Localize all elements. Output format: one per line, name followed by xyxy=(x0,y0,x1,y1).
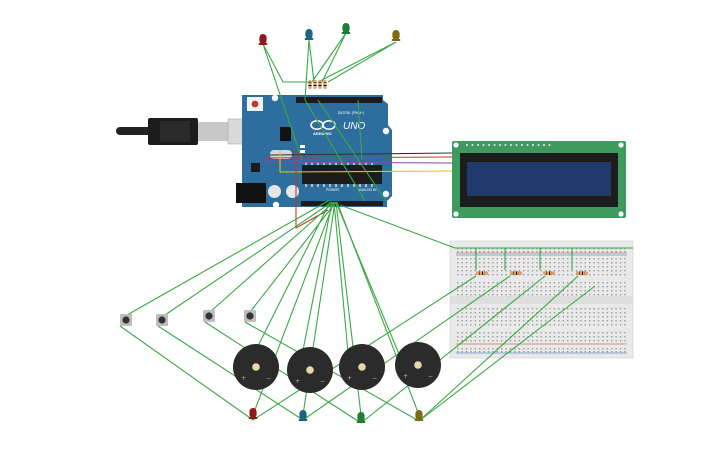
digital-header xyxy=(296,97,382,103)
svg-text:−: − xyxy=(266,375,271,382)
wire-led2-res xyxy=(308,39,315,83)
top-led-4 xyxy=(391,30,401,41)
svg-text:−: − xyxy=(320,378,325,385)
wire-bb-led4b xyxy=(418,285,596,422)
breadboard-resistor-2 xyxy=(510,271,522,275)
wire-digital-3 xyxy=(357,99,363,161)
wire-led4-top xyxy=(317,41,397,83)
arduino-model-text: UNO xyxy=(343,121,365,132)
wire-btn2 xyxy=(164,201,333,316)
bottom-led-2 xyxy=(298,410,308,421)
piezo-buzzer-3: +− xyxy=(339,344,385,390)
arduino-resistor-1 xyxy=(308,80,312,89)
pushbutton-2[interactable] xyxy=(156,314,168,326)
piezo-buzzer-2: +− xyxy=(287,347,333,393)
wire-led2-top xyxy=(304,39,310,101)
wire-buzzer2 xyxy=(297,201,333,377)
breadboard-resistor-4 xyxy=(576,271,588,275)
digital-label: DIGITAL (PWM~) xyxy=(338,111,364,115)
svg-text:+: + xyxy=(347,375,352,382)
wire-digital-analog1 xyxy=(304,99,366,202)
svg-text:+: + xyxy=(295,378,300,385)
wire-digital-analog2 xyxy=(317,99,387,202)
dc-jack xyxy=(236,183,266,203)
arduino-resistor-2 xyxy=(313,80,317,89)
wire-buzzer3 xyxy=(333,201,351,375)
wire-led1-top xyxy=(262,43,303,161)
arduino-resistor-3 xyxy=(318,80,322,89)
power-analog-header xyxy=(301,201,383,206)
wire-btn2-led xyxy=(157,325,304,421)
svg-text:+: + xyxy=(241,375,246,382)
wire-btn3 xyxy=(209,201,335,313)
wire-btn4 xyxy=(249,201,337,313)
wire-power-red xyxy=(295,150,329,229)
svg-text:−: − xyxy=(428,373,433,380)
wire-bb-led4 xyxy=(418,275,579,422)
top-led-2 xyxy=(304,29,314,40)
pushbutton-3[interactable] xyxy=(203,310,215,322)
arduino-uno-board: ARDUINO UNO DIGITAL (PWM~) POWER ANALOG … xyxy=(236,94,392,209)
piezo-buzzer-4: +− xyxy=(395,342,441,388)
pushbutton-1[interactable] xyxy=(120,314,132,326)
pushbutton-4[interactable] xyxy=(244,310,256,322)
wire-btn3-led xyxy=(204,321,362,424)
bottom-led-3 xyxy=(356,412,366,423)
top-led-3 xyxy=(341,23,351,34)
breadboard xyxy=(449,240,634,359)
wire-btn1 xyxy=(126,199,331,316)
atmega-chip xyxy=(302,165,382,184)
bottom-led-4 xyxy=(414,410,424,421)
breadboard-resistor-3 xyxy=(543,271,555,275)
top-led-1 xyxy=(258,34,268,45)
wire-led4-res xyxy=(327,41,397,83)
analog-label: ANALOG IN xyxy=(358,188,377,192)
wire-btn1-led xyxy=(119,325,254,421)
arduino-resistor-4 xyxy=(323,80,327,89)
wire-lcd-sda xyxy=(261,161,453,164)
wire-lcd-scl xyxy=(279,150,453,173)
wire-bb-led3 xyxy=(360,275,546,424)
svg-text:−: − xyxy=(372,375,377,382)
wire-led3-top xyxy=(311,32,347,83)
lcd-screen xyxy=(467,162,611,196)
piezo-buzzer-1: +− xyxy=(233,344,279,390)
wire-led1-res xyxy=(262,43,310,83)
lcd-display xyxy=(452,141,626,218)
bottom-led-1 xyxy=(248,408,258,419)
svg-text:+: + xyxy=(403,373,408,380)
wire-lcd-gnd xyxy=(269,152,453,156)
wire-led3-res xyxy=(321,32,347,83)
breadboard-resistor-1 xyxy=(476,271,488,275)
arduino-logo-text: ARDUINO xyxy=(313,131,332,136)
wire-arduino-bb xyxy=(339,204,456,249)
power-label: POWER xyxy=(326,188,339,192)
